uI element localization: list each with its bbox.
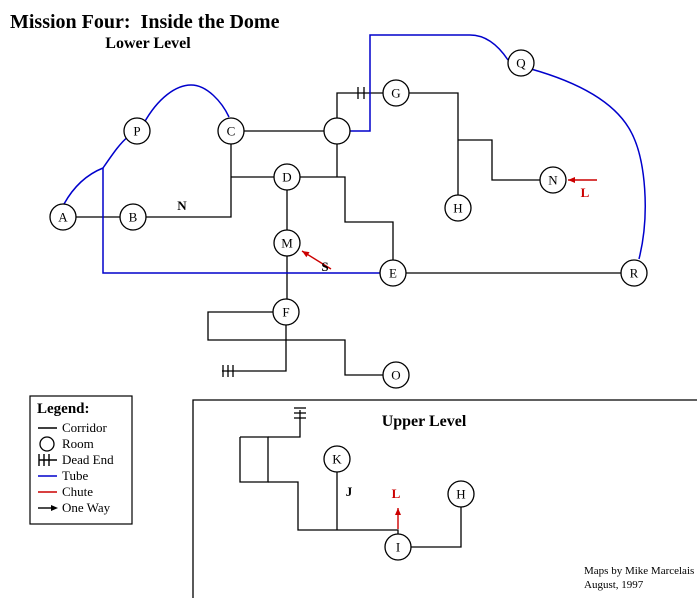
- room-letter-c-lower: C: [227, 124, 236, 139]
- room-m-lower: [273, 229, 301, 257]
- room-p-lower: [123, 117, 151, 145]
- legend-item-label-corridor: Corridor: [62, 420, 107, 435]
- room-letter-f-lower: F: [282, 305, 289, 320]
- room-o-lower: [382, 361, 410, 389]
- room-b-lower: [119, 203, 147, 231]
- room-letter-a-lower: A: [58, 210, 68, 225]
- corridor-n-branch: [458, 139, 540, 181]
- room-letter-b-lower: B: [129, 210, 138, 225]
- corridor-f-deadend: [222, 325, 287, 372]
- room-i-upper: [384, 533, 412, 561]
- chute-l-into-n-arrowhead: [568, 177, 575, 183]
- room-unlabeled-lower: [323, 117, 351, 145]
- lower-level-title: Lower Level: [105, 35, 191, 52]
- tube-a-junction-p: [63, 135, 130, 205]
- label-s: S: [321, 259, 328, 274]
- room-f-lower: [272, 298, 300, 326]
- room-h-lower: [444, 194, 472, 222]
- room-r-lower: [620, 259, 648, 287]
- label-l-lower: L: [581, 185, 590, 200]
- room-letter-h-lower: H: [453, 201, 462, 216]
- credits: Maps by Mike Marcelais August, 1997: [584, 565, 694, 591]
- chute-s-into-m-arrowhead: [302, 251, 310, 258]
- legend-title: Legend:: [37, 401, 90, 417]
- room-q-lower: [507, 49, 535, 77]
- room-n-lower: [539, 166, 567, 194]
- room-c-lower: [217, 117, 245, 145]
- room-e-lower: [379, 259, 407, 287]
- label-j: J: [346, 484, 353, 499]
- corridor-b-c: [146, 144, 232, 218]
- tube-q-r: [530, 68, 646, 260]
- room-letter-o-lower: O: [391, 368, 400, 383]
- room-letter-g-lower: G: [391, 86, 400, 101]
- upper-level-title: Upper Level: [382, 413, 467, 430]
- legend-item-label-oneway: One Way: [62, 500, 111, 515]
- label-l-upper: L: [392, 486, 401, 501]
- room-d-lower: [273, 163, 301, 191]
- room-letter-m-lower: M: [281, 236, 293, 251]
- room-a-lower: [49, 203, 77, 231]
- tube-junction-e: [102, 168, 380, 274]
- corridor-x-g: [336, 92, 383, 118]
- room-letter-n-lower: N: [548, 173, 558, 188]
- corridor-i-h: [411, 507, 462, 548]
- corridor-upper-main: [268, 481, 399, 534]
- room-letter-r-lower: R: [630, 266, 639, 281]
- credits-line1: Maps by Mike Marcelais: [584, 565, 694, 577]
- legend-item-label-chute: Chute: [62, 484, 93, 499]
- corridor-d-e: [300, 176, 394, 260]
- corridor-upper-deadend-stub: [268, 410, 301, 438]
- tube-x-top-q: [350, 34, 509, 132]
- upper-level-border: [192, 399, 697, 598]
- legend-item-label-deadend: Dead End: [62, 452, 114, 467]
- room-letter-q-lower: Q: [516, 56, 526, 71]
- map-layer: P C G Q D N H A B M E R F O K H I N S L J L: [49, 34, 697, 598]
- legend-item-label-room: Room: [62, 436, 94, 451]
- room-g-lower: [382, 79, 410, 107]
- room-letter-h-upper: H: [456, 487, 465, 502]
- room-letter-p-lower: P: [133, 124, 140, 139]
- corridor-g-h: [409, 92, 459, 195]
- room-k-upper: [323, 445, 351, 473]
- legend-box: [29, 395, 133, 525]
- credits-line2: August, 1997: [584, 579, 644, 591]
- room-letter-i-upper: I: [396, 540, 400, 555]
- label-n: N: [177, 198, 187, 213]
- room-letter-k-upper: K: [332, 452, 342, 467]
- room-h-upper: [447, 480, 475, 508]
- map-title: Mission Four: Inside the Dome: [10, 11, 280, 33]
- legend-symbol-oneway-arrowhead: [51, 505, 58, 511]
- room-letter-e-lower: E: [389, 266, 397, 281]
- corridor-f-o: [207, 311, 383, 376]
- tube-p-c: [143, 84, 230, 124]
- legend-item-label-tube: Tube: [62, 468, 88, 483]
- legend-symbol-room: [39, 436, 55, 452]
- corridor-upper-rect: [239, 436, 269, 483]
- chute-l-from-i-arrowhead: [395, 508, 401, 515]
- room-letter-d-lower: D: [282, 170, 291, 185]
